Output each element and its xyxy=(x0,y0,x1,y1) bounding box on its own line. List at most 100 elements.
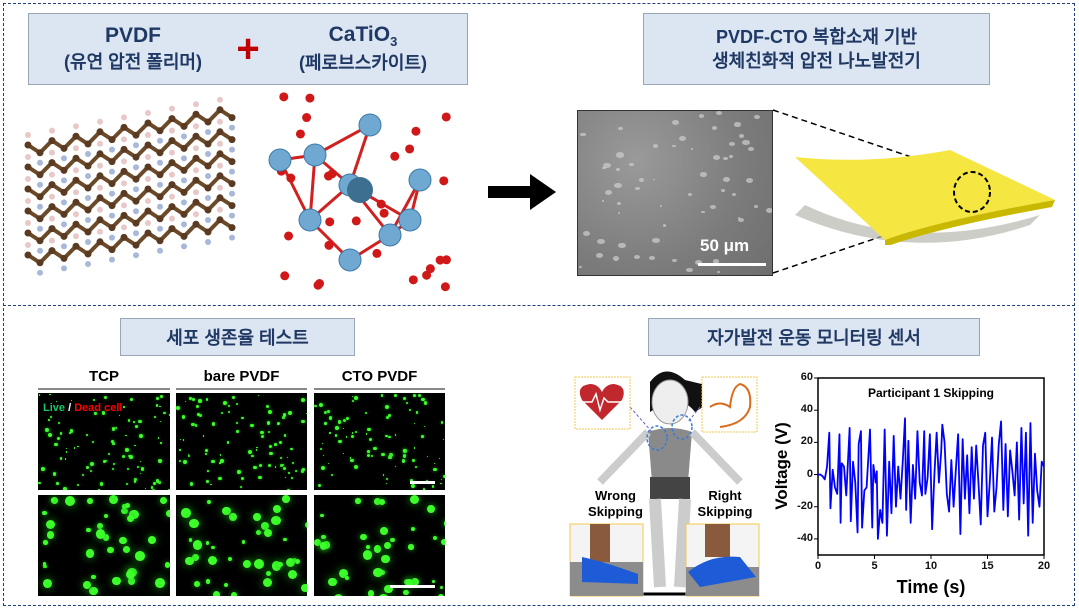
carbon-atom xyxy=(156,171,164,179)
side-atom xyxy=(181,133,187,140)
oxygen-atom xyxy=(379,208,389,218)
sem-particle xyxy=(628,162,634,167)
cell xyxy=(64,495,75,506)
cell xyxy=(273,504,281,513)
carbon-atom xyxy=(216,172,224,180)
cell xyxy=(125,503,131,509)
cell xyxy=(158,481,162,484)
oxygen-atom xyxy=(286,173,296,183)
cell xyxy=(277,561,283,568)
cell xyxy=(440,421,444,424)
cell xyxy=(253,512,262,521)
cell xyxy=(38,481,41,484)
oxygen-atom xyxy=(323,171,333,181)
side-atom xyxy=(157,159,163,166)
side-atom xyxy=(229,146,235,153)
side-atom xyxy=(73,233,79,240)
cell xyxy=(227,556,233,562)
cell xyxy=(351,432,353,434)
legend-live: Live xyxy=(43,402,66,414)
side-atom xyxy=(145,110,151,116)
side-atom xyxy=(133,164,139,171)
side-atom xyxy=(157,203,163,210)
cell xyxy=(386,482,388,485)
carbon-atom xyxy=(108,158,116,166)
carbon-atom xyxy=(108,202,116,210)
cell xyxy=(242,559,251,568)
cell xyxy=(394,433,397,436)
carbon-atom xyxy=(108,224,116,232)
cell xyxy=(86,434,88,436)
cell xyxy=(103,513,108,518)
cell xyxy=(189,482,194,486)
cell xyxy=(413,447,416,450)
side-atom xyxy=(205,195,211,201)
cto-title: CaTiO3 xyxy=(268,23,458,49)
cell xyxy=(255,449,258,451)
cell xyxy=(102,459,106,463)
cell xyxy=(333,593,343,596)
cell xyxy=(350,458,354,463)
oxygen-atom xyxy=(279,92,289,102)
cell xyxy=(443,520,445,527)
cell xyxy=(441,538,445,545)
cell xyxy=(176,405,180,410)
side-atom xyxy=(97,162,103,169)
cell xyxy=(328,463,330,465)
cto-formula: CaTiO xyxy=(328,22,391,46)
cell xyxy=(343,428,345,430)
cell xyxy=(50,415,53,418)
side-atom xyxy=(85,217,91,223)
cell xyxy=(328,416,333,420)
x-tick-label: 10 xyxy=(924,560,938,572)
carbon-atom xyxy=(180,188,188,196)
pvdf-subtitle: (유연 압전 폴리머) xyxy=(64,52,202,72)
cell xyxy=(256,446,259,449)
cell xyxy=(104,459,108,463)
side-atom xyxy=(121,180,127,187)
side-atom xyxy=(181,155,187,162)
carbon-atom xyxy=(132,131,140,139)
cell xyxy=(45,519,56,530)
carbon-atom xyxy=(120,167,128,175)
cell-image-panel xyxy=(176,393,307,490)
carbon-atom xyxy=(120,189,128,197)
cell xyxy=(115,427,118,429)
cell xyxy=(384,405,389,410)
carbon-atom xyxy=(84,184,92,192)
sem-particle xyxy=(728,142,735,146)
sem-particle xyxy=(579,265,583,268)
cell xyxy=(99,482,103,486)
side-atom xyxy=(205,151,211,157)
cell xyxy=(354,395,359,400)
cell xyxy=(403,449,407,453)
carbon-atom xyxy=(228,158,236,166)
carbon-atom xyxy=(60,210,68,218)
sem-image: 50 μm xyxy=(577,110,773,276)
sem-particle xyxy=(687,192,692,196)
cell xyxy=(241,540,246,544)
cell xyxy=(355,430,358,433)
carbon-atom xyxy=(108,180,116,188)
carbon-atom xyxy=(216,194,224,202)
cell xyxy=(283,434,287,437)
cell xyxy=(423,488,426,490)
side-atom xyxy=(193,123,199,130)
cell xyxy=(125,482,128,485)
cell xyxy=(193,540,203,550)
x-tick-label: 5 xyxy=(871,560,878,572)
carbon-atom xyxy=(216,216,224,224)
cell xyxy=(160,497,168,505)
scale-bar-label: 50 μm xyxy=(700,236,750,255)
cell xyxy=(267,430,271,434)
carbon-atom xyxy=(180,122,188,130)
cell xyxy=(279,456,282,460)
pvdf-backbone xyxy=(26,173,234,222)
cell xyxy=(351,395,353,397)
side-atom xyxy=(61,177,67,184)
cell xyxy=(58,421,61,424)
carbon-atom xyxy=(132,197,140,205)
cell xyxy=(144,487,147,490)
cell xyxy=(388,455,392,459)
wrong-label-line1: Wrong xyxy=(595,488,636,503)
